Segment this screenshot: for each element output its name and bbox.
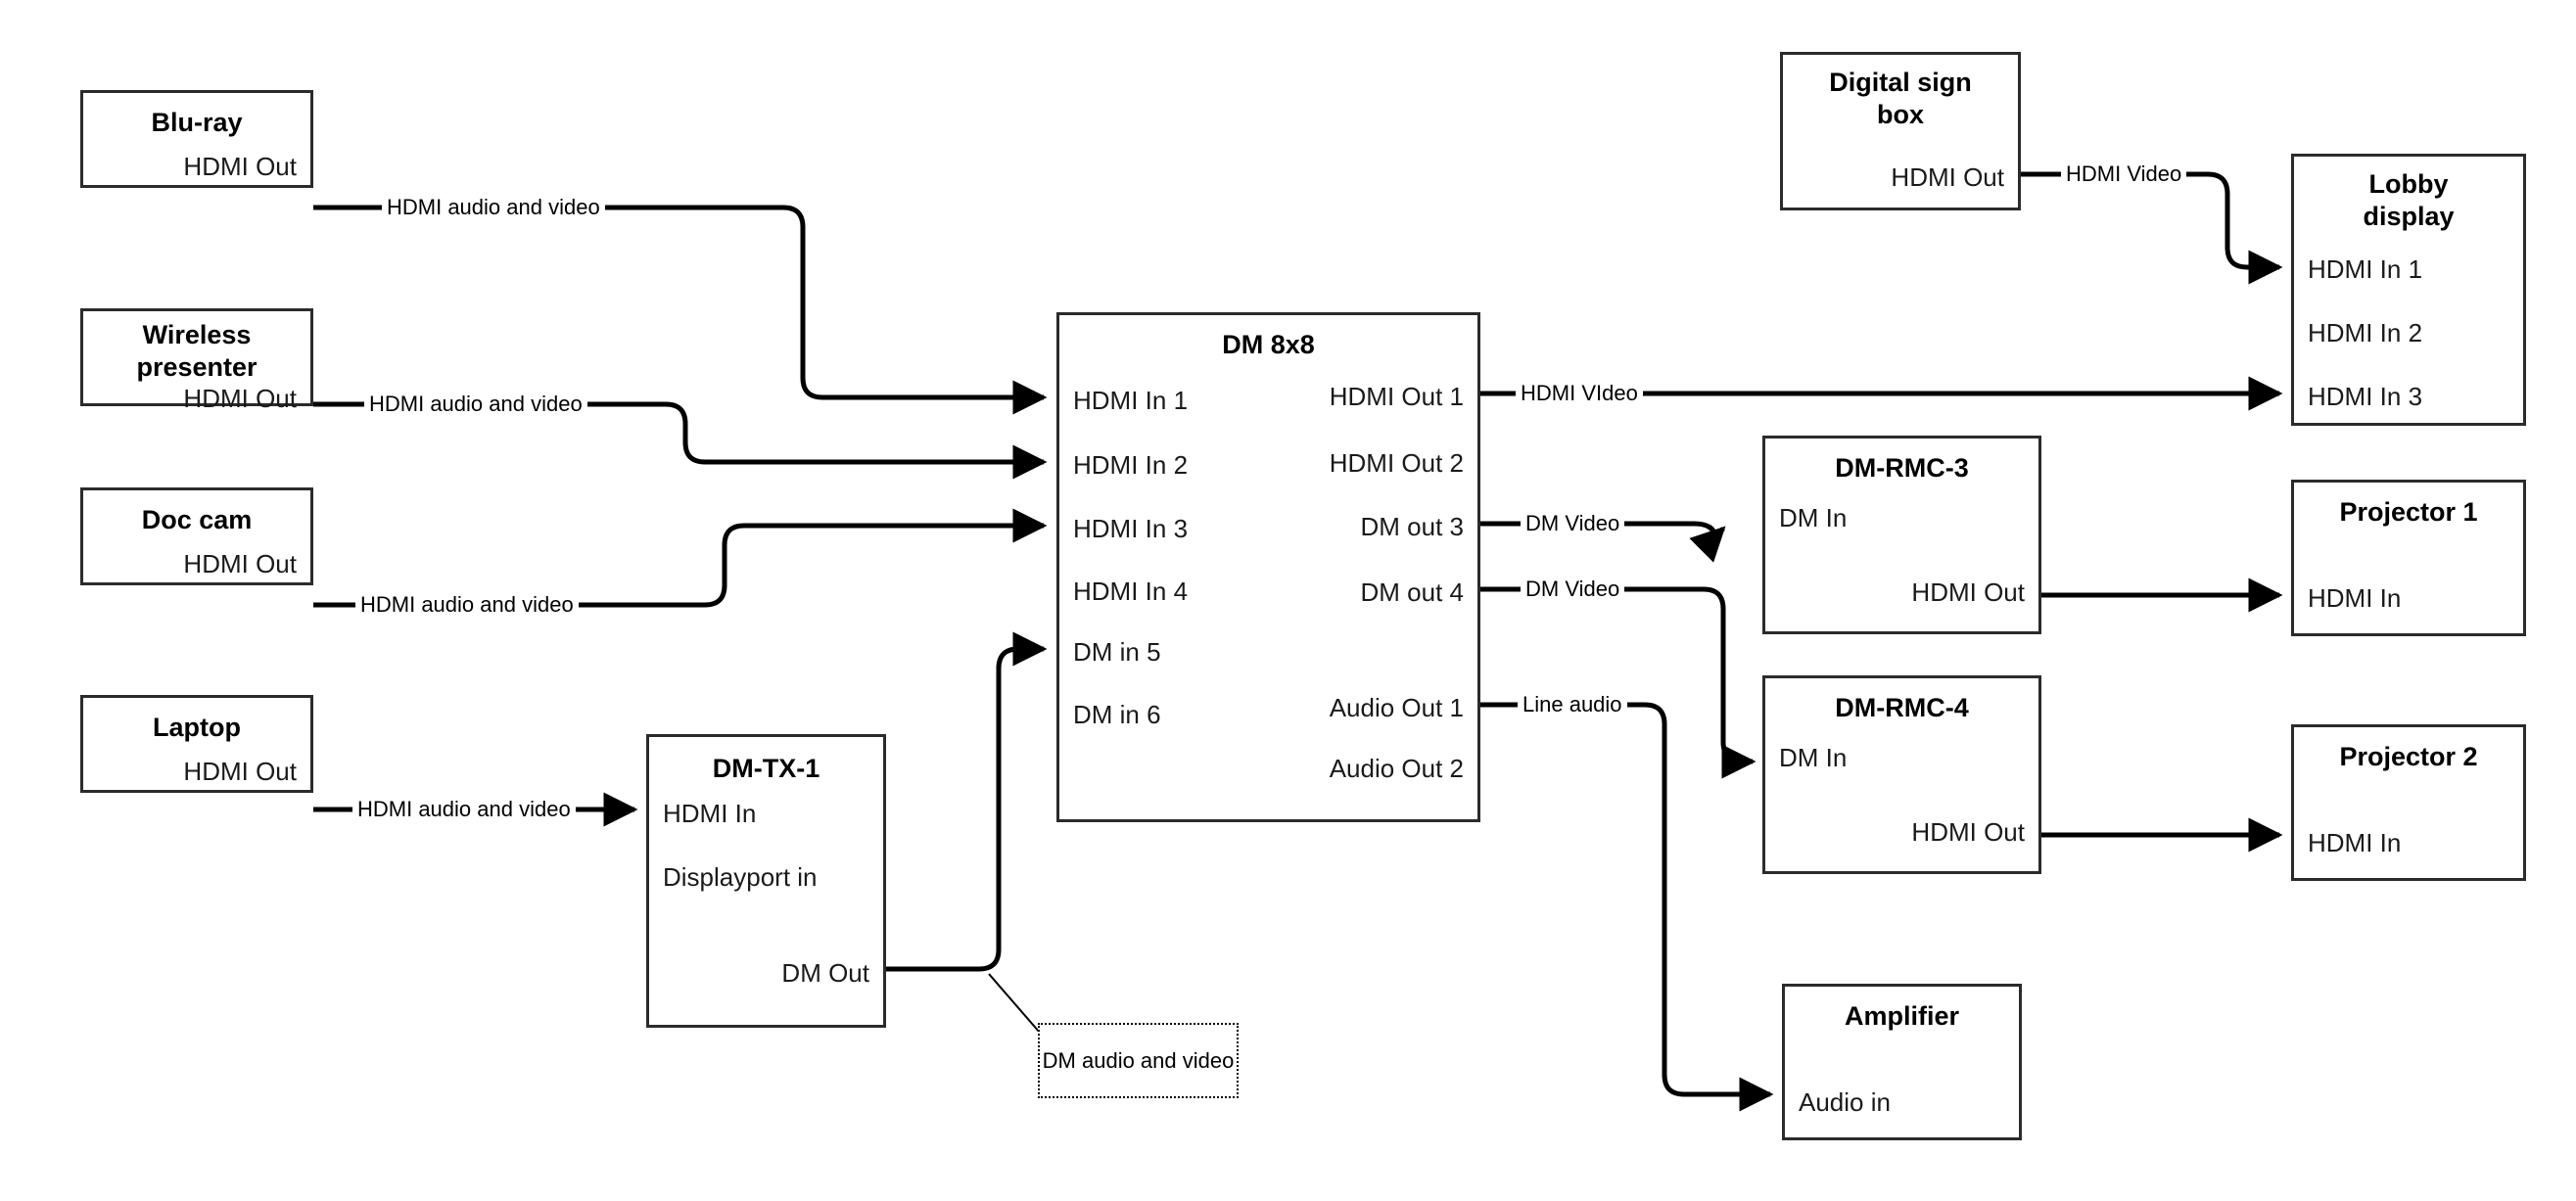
node-dm-tx-1[interactable]: DM-TX-1 HDMI In Displayport in DM Out — [646, 734, 886, 1028]
wire-bluray-to-dm8x8 — [313, 205, 1048, 415]
node-projector-1[interactable]: Projector 1 HDMI In — [2291, 480, 2526, 636]
node-projector-2-title: Projector 2 — [2339, 742, 2478, 771]
node-wireless-presenter-title: Wireless presenter — [136, 320, 258, 382]
node-dm-tx-1-title: DM-TX-1 — [712, 754, 820, 783]
node-doc-cam-title: Doc cam — [141, 505, 253, 534]
port-dm8x8-hdmi-out-1[interactable]: HDMI Out 1 — [1329, 382, 1464, 411]
node-bluray-title: Blu-ray — [151, 108, 243, 137]
port-dmrmc3-hdmi-out[interactable]: HDMI Out — [1911, 577, 2025, 607]
node-digital-sign-box-title: Digital sign box — [1829, 68, 1972, 129]
node-bluray[interactable]: Blu-ray HDMI Out — [80, 90, 313, 188]
port-dmrmc4-dm-in[interactable]: DM In — [1779, 743, 1848, 772]
node-dm-rmc-4-title: DM-RMC-4 — [1835, 693, 1969, 722]
port-dm8x8-dm-in-6[interactable]: DM in 6 — [1073, 700, 1161, 729]
node-dm-8x8[interactable]: DM 8x8 HDMI In 1 HDMI In 2 HDMI In 3 HDM… — [1056, 312, 1480, 822]
port-dm8x8-hdmi-in-4[interactable]: HDMI In 4 — [1073, 577, 1189, 606]
edge-label-dm-out-4: DM Video — [1521, 577, 1625, 601]
node-dm-8x8-title: DM 8x8 — [1222, 330, 1315, 359]
port-dmrmc4-hdmi-out[interactable]: HDMI Out — [1911, 817, 2025, 847]
wire-digitalsign-to-lobby — [2021, 171, 2283, 285]
port-dmtx1-hdmi-in[interactable]: HDMI In — [663, 799, 757, 828]
node-amplifier-title: Amplifier — [1844, 1001, 1960, 1031]
edge-label-audio-out-1: Line audio — [1518, 693, 1627, 716]
node-lobby-display-title: Lobby display — [2363, 169, 2455, 231]
port-lobby-hdmi-in-1[interactable]: HDMI In 1 — [2308, 254, 2423, 284]
callout-dm-audio-video: DM audio and video — [1038, 1023, 1239, 1098]
port-dm8x8-hdmi-out-2[interactable]: HDMI Out 2 — [1329, 448, 1464, 478]
node-wireless-presenter[interactable]: Wireless presenter HDMI Out — [80, 308, 313, 411]
port-dmtx1-dm-out[interactable]: DM Out — [781, 958, 869, 988]
node-digital-sign-box[interactable]: Digital sign box HDMI Out — [1780, 52, 2021, 210]
node-laptop-title: Laptop — [153, 713, 241, 742]
port-doccam-hdmi-out[interactable]: HDMI Out — [183, 549, 297, 578]
port-dm8x8-audio-out-2[interactable]: Audio Out 2 — [1329, 754, 1464, 783]
port-laptop-hdmi-out[interactable]: HDMI Out — [183, 757, 297, 786]
port-dm8x8-hdmi-in-3[interactable]: HDMI In 3 — [1073, 514, 1189, 543]
port-projector2-hdmi-in[interactable]: HDMI In — [2308, 828, 2402, 857]
wire-dm8x8-to-amplifier — [1480, 702, 1774, 1112]
node-laptop[interactable]: Laptop HDMI Out — [80, 695, 313, 793]
edge-label-dm-out-3: DM Video — [1521, 512, 1625, 535]
node-projector-1-title: Projector 1 — [2339, 497, 2478, 527]
edge-label-digital-sign: HDMI Video — [2061, 162, 2187, 186]
port-dmrmc3-dm-in[interactable]: DM In — [1779, 503, 1848, 532]
port-lobby-hdmi-in-3[interactable]: HDMI In 3 — [2308, 382, 2423, 411]
node-doc-cam[interactable]: Doc cam HDMI Out — [80, 487, 313, 585]
port-wireless-hdmi-out[interactable]: HDMI Out — [183, 384, 297, 413]
wire-dm8x8-to-dmrmc4 — [1480, 586, 1756, 779]
edge-label-bluray: HDMI audio and video — [382, 196, 605, 219]
port-projector1-hdmi-in[interactable]: HDMI In — [2308, 583, 2402, 613]
port-amplifier-audio-in[interactable]: Audio in — [1799, 1087, 1891, 1117]
edge-label-wireless: HDMI audio and video — [364, 393, 587, 416]
port-dmtx1-displayport-in[interactable]: Displayport in — [663, 862, 818, 892]
port-dm8x8-hdmi-in-1[interactable]: HDMI In 1 — [1073, 386, 1189, 415]
node-dm-rmc-3-title: DM-RMC-3 — [1835, 453, 1969, 483]
edge-label-laptop: HDMI audio and video — [352, 798, 576, 821]
port-dm8x8-dm-out-3[interactable]: DM out 3 — [1360, 512, 1465, 541]
edge-label-hdmi-out-1: HDMI VIdeo — [1516, 382, 1643, 405]
port-lobby-hdmi-in-2[interactable]: HDMI In 2 — [2308, 318, 2423, 347]
node-projector-2[interactable]: Projector 2 HDMI In — [2291, 724, 2526, 881]
node-dm-rmc-3[interactable]: DM-RMC-3 DM In HDMI Out — [1762, 436, 2041, 634]
port-digitalsign-hdmi-out[interactable]: HDMI Out — [1891, 162, 2004, 192]
port-bluray-hdmi-out[interactable]: HDMI Out — [183, 152, 297, 181]
port-dm8x8-audio-out-1[interactable]: Audio Out 1 — [1329, 693, 1464, 722]
port-dm8x8-hdmi-in-2[interactable]: HDMI In 2 — [1073, 450, 1189, 480]
wire-dmtx1-to-dm8x8 — [886, 631, 1048, 972]
edge-label-doccam: HDMI audio and video — [355, 593, 579, 617]
node-dm-rmc-4[interactable]: DM-RMC-4 DM In HDMI Out — [1762, 675, 2041, 874]
node-amplifier[interactable]: Amplifier Audio in — [1782, 984, 2022, 1140]
port-dm8x8-dm-in-5[interactable]: DM in 5 — [1073, 637, 1161, 667]
node-lobby-display[interactable]: Lobby display HDMI In 1 HDMI In 2 HDMI I… — [2291, 154, 2526, 426]
port-dm8x8-dm-out-4[interactable]: DM out 4 — [1360, 577, 1465, 607]
